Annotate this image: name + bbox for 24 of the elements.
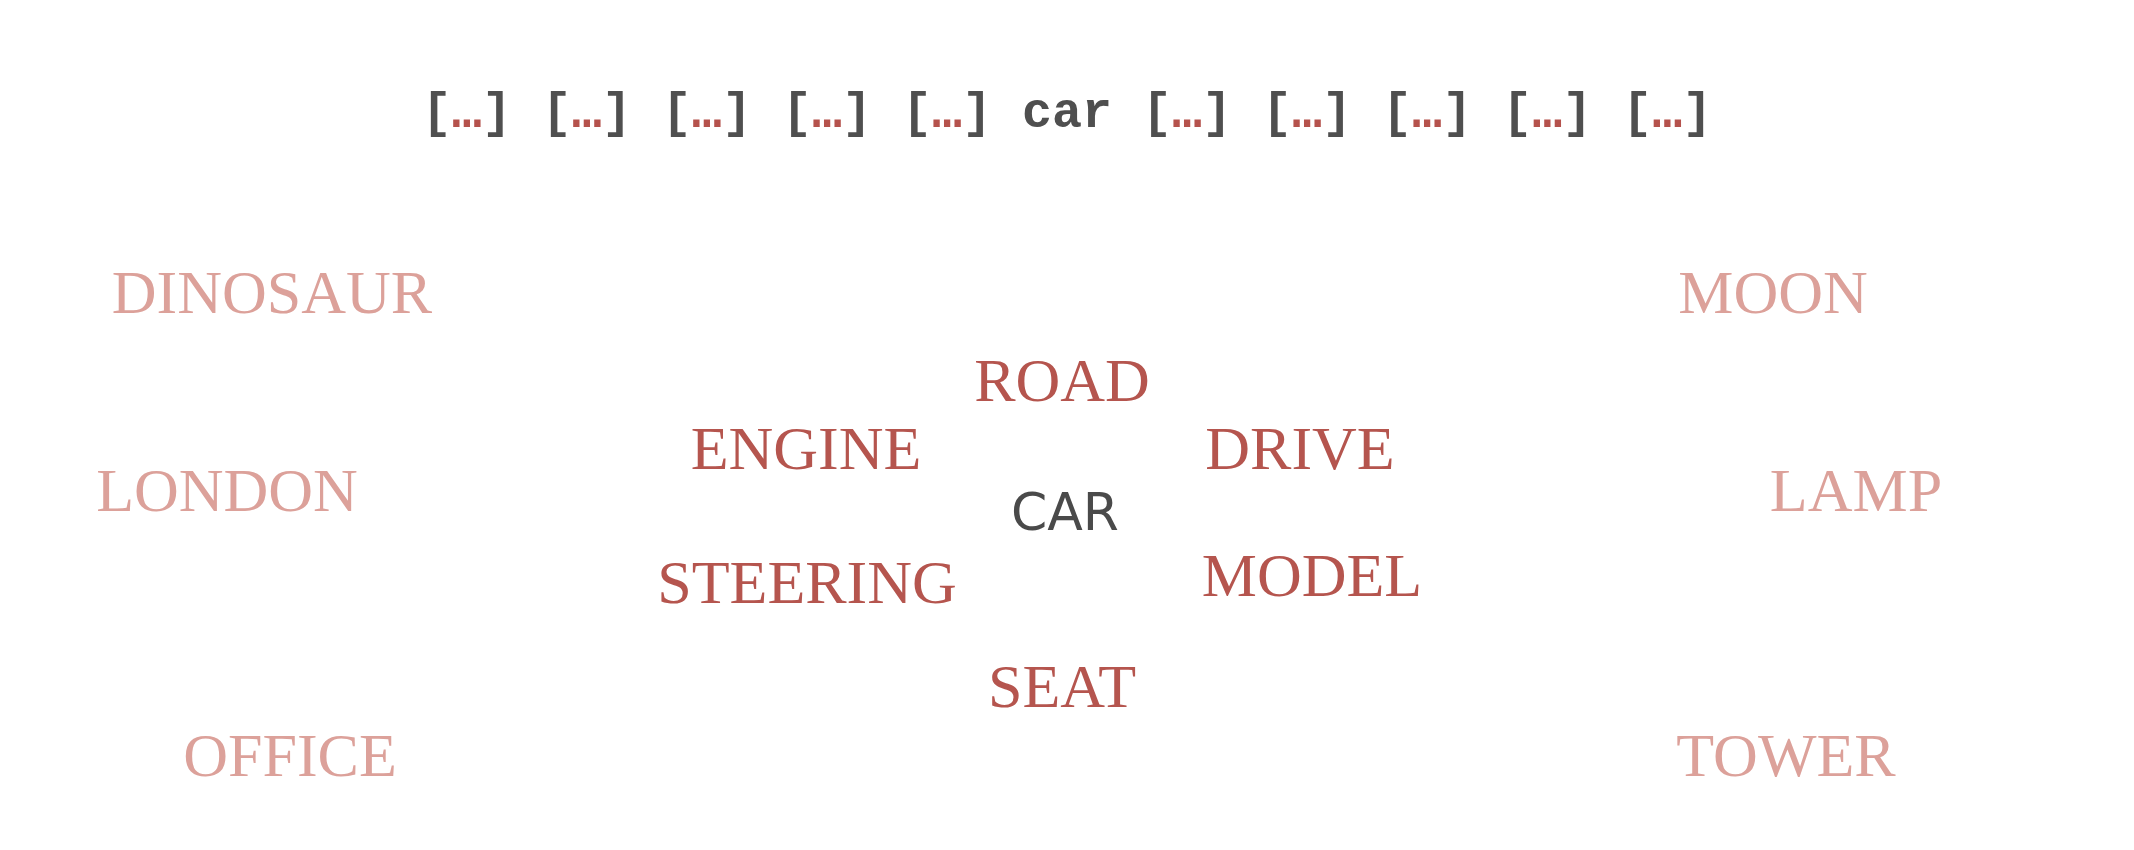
related-word: DRIVE: [1205, 417, 1395, 479]
related-word: MODEL: [1201, 544, 1423, 606]
masked-token: […]: [541, 86, 632, 141]
unrelated-word: MOON: [1678, 261, 1868, 323]
related-word: STEERING: [657, 551, 957, 613]
masked-token: […]: [421, 86, 512, 141]
masked-token: […]: [1262, 86, 1353, 141]
unrelated-word: TOWER: [1676, 724, 1896, 786]
related-word: ROAD: [974, 349, 1150, 411]
unrelated-word: LONDON: [96, 459, 358, 521]
masked-token: […]: [1502, 86, 1593, 141]
unrelated-word: DINOSAUR: [111, 261, 433, 323]
center-word: CAR: [1011, 486, 1119, 538]
unrelated-word: OFFICE: [183, 724, 397, 786]
related-word: ENGINE: [690, 417, 922, 479]
masked-token: […]: [1622, 86, 1713, 141]
masked-token: […]: [901, 86, 992, 141]
masked-token: […]: [661, 86, 752, 141]
query-word: car: [1022, 86, 1112, 141]
masked-token: […]: [1382, 86, 1473, 141]
masked-token: […]: [781, 86, 872, 141]
unrelated-word: LAMP: [1769, 459, 1943, 521]
masked-token: […]: [1142, 86, 1233, 141]
related-word: SEAT: [987, 655, 1137, 717]
